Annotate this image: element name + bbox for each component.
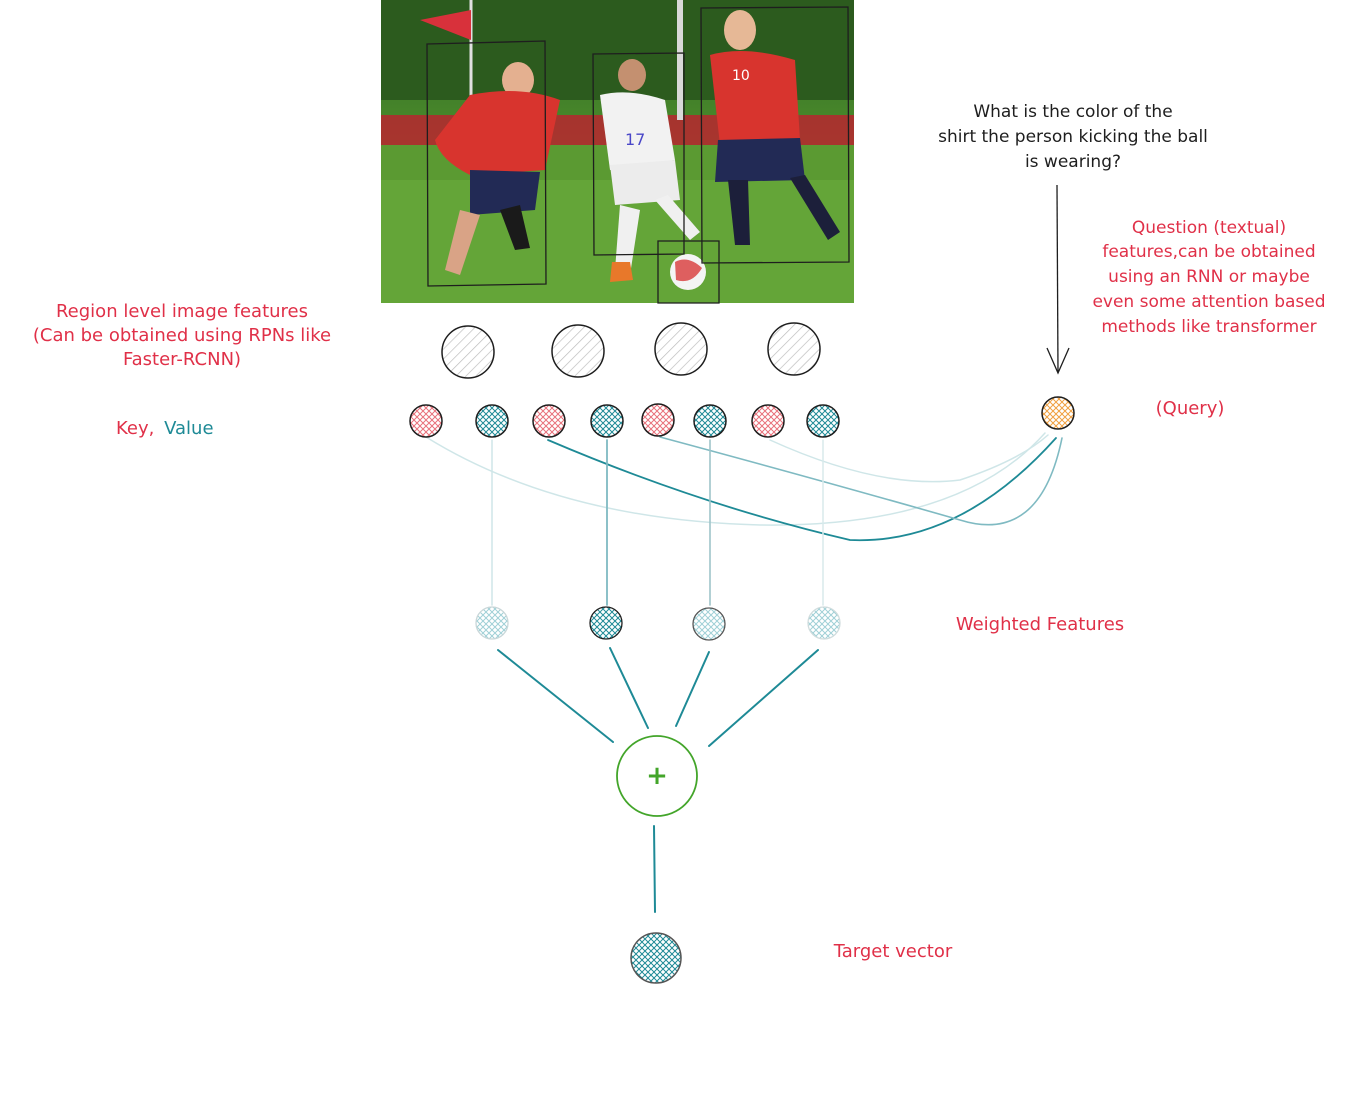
key-query-link-2 [547,437,1057,542]
key-node-4 [751,404,785,438]
key-value-nodes [409,403,840,438]
weighted-feature-nodes [475,606,841,641]
weighted-sum-link-1 [497,649,614,743]
weighted-sum-link-4 [708,649,819,747]
question-features-line-3: using an RNN or maybe [1108,267,1310,287]
bbox-player-left [426,40,547,287]
question-line-3: is wearing? [1025,152,1121,172]
question-features-label: Question (textual) features,can be obtai… [1092,218,1325,337]
sum-symbol: + [646,761,668,791]
region-node-1 [441,325,495,379]
region-features-label: Region level image features (Can be obta… [33,301,331,370]
value-node-1 [475,404,509,438]
key-query-link-1 [425,432,1046,526]
region-features-line-1: Region level image features [56,301,308,322]
key-node-1 [409,404,443,438]
query-label: (Query) [1156,398,1225,419]
key-node-3 [641,403,675,437]
weighted-node-3 [692,607,726,641]
weighted-node-2 [589,606,623,640]
value-label: Value [164,418,213,439]
weighted-node-1 [475,606,509,640]
bbox-ball [657,240,720,304]
region-node-4 [767,322,821,376]
question-features-line-4: even some attention based [1092,292,1325,312]
region-feature-nodes [441,322,821,379]
key-label: Key, [116,418,154,439]
weighted-features-label: Weighted Features [956,614,1124,635]
question-line-1: What is the color of the [973,102,1172,122]
question-features-line-1: Question (textual) [1132,218,1286,238]
value-node-4 [806,404,840,438]
sum-node [616,735,698,817]
soccer-photo: 17 10 [381,0,854,303]
value-node-3 [693,404,727,438]
region-features-line-2: (Can be obtained using RPNs like [33,325,331,346]
attention-connections [425,432,1063,913]
question-line-2: shirt the person kicking the ball [938,127,1208,147]
region-bounding-boxes [426,6,850,304]
query-node [1041,396,1075,430]
jersey-number-10: 10 [732,68,750,84]
key-node-2 [532,404,566,438]
value-node-2 [590,404,624,438]
jersey-number-17: 17 [625,130,645,149]
weighted-sum-link-3 [675,651,710,727]
region-features-line-3: Faster-RCNN) [123,349,241,370]
target-node [630,932,682,984]
bbox-player-right [700,6,850,264]
question-features-line-5: methods like transformer [1101,317,1316,337]
weighted-node-4 [807,606,841,640]
region-node-2 [551,324,605,378]
key-value-label: Key, Value [116,418,214,439]
question-arrow [1046,184,1070,375]
key-query-link-3 [659,436,1063,526]
bbox-player-center [592,52,685,256]
question-text: What is the color of the shirt the perso… [938,102,1208,172]
question-features-line-2: features,can be obtained [1102,242,1315,262]
sum-target-link [653,825,656,913]
region-node-3 [654,322,708,376]
weighted-sum-link-2 [609,647,649,729]
target-vector-label: Target vector [833,941,953,962]
key-query-link-4 [769,434,1049,483]
